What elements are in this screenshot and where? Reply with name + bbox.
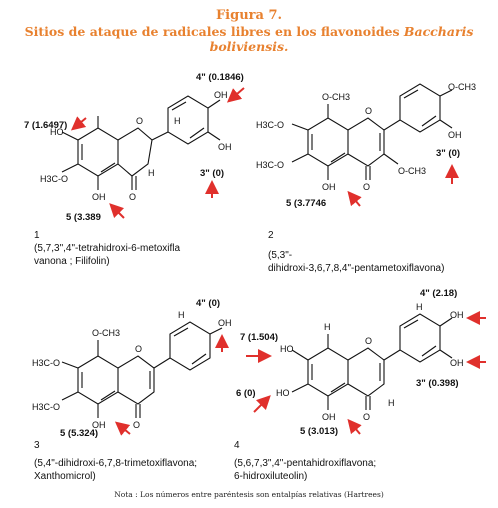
c4-number: 4 xyxy=(234,440,240,451)
c1-oh-3p: OH xyxy=(218,142,232,152)
c4-label-6: 6 (0) xyxy=(236,388,256,399)
c3-o-ring: O xyxy=(135,344,142,354)
c2-o-4: O xyxy=(363,182,370,192)
c1-arrow-5 xyxy=(109,203,125,219)
c4-oh-5: OH xyxy=(322,412,336,422)
c2-oh-3p: OH xyxy=(448,130,462,140)
c3-och3-7: H3C-O xyxy=(32,358,60,368)
c3-oh-4p: OH xyxy=(218,318,232,328)
c1-arrow-4 xyxy=(226,87,245,103)
c1-number: 1 xyxy=(34,230,40,241)
c1-label-3: 3" (0) xyxy=(200,168,224,179)
c3-h-b: H xyxy=(178,310,185,320)
c2-och3-7: H3C-O xyxy=(256,120,284,130)
c4-oh-6: HO xyxy=(276,388,290,398)
c2-number: 2 xyxy=(268,230,274,241)
c1-oh-7: HO xyxy=(50,127,64,137)
c4-oh-7: HO xyxy=(280,344,294,354)
c1-name-line2: vanona ; Filifolin) xyxy=(34,256,110,267)
c3-name-line2: Xanthomicrol) xyxy=(34,471,96,482)
c4-label-7: 7 (1.504) xyxy=(240,332,278,343)
c1-arrow-7 xyxy=(70,116,87,131)
c4-name-line1: (5,6,7,3",4"-pentahidroxiflavona; xyxy=(234,458,376,469)
c2-och3-8: O-CH3 xyxy=(322,92,350,102)
c3-oh-5: OH xyxy=(92,420,106,430)
c2-och3-4p: O-CH3 xyxy=(448,82,476,92)
c2-arrow-5 xyxy=(347,190,362,207)
c4-h-b: H xyxy=(416,302,423,312)
c2-label-5: 5 (3.7746 xyxy=(286,198,326,209)
c1-oh-5: OH xyxy=(92,192,106,202)
figure-title: Sitios de ataque de radicales libres en … xyxy=(0,24,498,54)
c3-arrow-5 xyxy=(114,421,131,436)
c1-label-4: 4" (0.1846) xyxy=(196,72,244,83)
c1-oh-4p: OH xyxy=(214,90,228,100)
figure-note: Nota : Los números entre paréntesis son … xyxy=(114,490,384,499)
c3-name-line1: (5,4"-dihidroxi-6,7,8-trimetoxiflavona; xyxy=(34,458,197,469)
c3-label-4: 4" (0) xyxy=(196,298,220,309)
c4-o-4: O xyxy=(363,412,370,422)
c4-label-3: 3" (0.398) xyxy=(416,378,459,389)
c4-label-4: 4" (2.18) xyxy=(420,288,457,299)
c2-oh-5: OH xyxy=(322,182,336,192)
c1-label-5: 5 (3.389 xyxy=(66,212,101,223)
figure-title-species: Baccharis boliviensis. xyxy=(209,24,474,54)
c4-o-ring: O xyxy=(365,336,372,346)
compound-2-structure xyxy=(291,83,453,180)
c4-oh-4p: OH xyxy=(450,310,464,320)
c2-name-line1: (5,3"- xyxy=(268,250,292,261)
c2-o-ring: O xyxy=(365,106,372,116)
c3-number: 3 xyxy=(34,440,40,451)
c3-o-4: O xyxy=(133,420,140,430)
c3-och3-6: H3C-O xyxy=(32,402,60,412)
c4-oh-3p: OH xyxy=(450,358,464,368)
c4-arrow-6 xyxy=(253,395,271,413)
c4-arrow-5 xyxy=(347,418,362,435)
c1-label-7: 7 (1.6497) xyxy=(24,120,67,131)
c1-o-ring: O xyxy=(136,116,143,126)
compound-3-structure xyxy=(61,321,223,418)
c1-h-b: H xyxy=(174,116,181,126)
c1-o-4: O xyxy=(129,192,136,202)
c3-och3-8: O-CH3 xyxy=(92,328,120,338)
c2-label-3: 3" (0) xyxy=(436,148,460,159)
figure-title-prefix: Sitios de ataque de radicales libres en … xyxy=(24,24,400,39)
c4-label-5: 5 (3.013) xyxy=(300,426,338,437)
c4-h-8: H xyxy=(324,322,331,332)
figure-number: Figura 7. xyxy=(215,8,283,23)
c2-och3-6: H3C-O xyxy=(256,160,284,170)
compound-1-structure xyxy=(61,95,221,190)
c2-och3-3: O-CH3 xyxy=(398,166,426,176)
c1-h-3: H xyxy=(148,168,155,178)
c3-label-5: 5 (5.324) xyxy=(60,428,98,439)
c1-och3-6: H3C-O xyxy=(40,174,68,184)
c1-name-line1: (5,7,3",4"-tetrahidroxi-6-metoxifla xyxy=(34,243,180,254)
compound-4-structure xyxy=(291,313,453,410)
c4-name-line2: 6-hidroxiluteolin) xyxy=(234,471,307,482)
c4-h-3: H xyxy=(388,398,395,408)
c2-name-line2: dihidroxi-3,6,7,8,4"-pentametoxiflavona) xyxy=(268,263,444,274)
